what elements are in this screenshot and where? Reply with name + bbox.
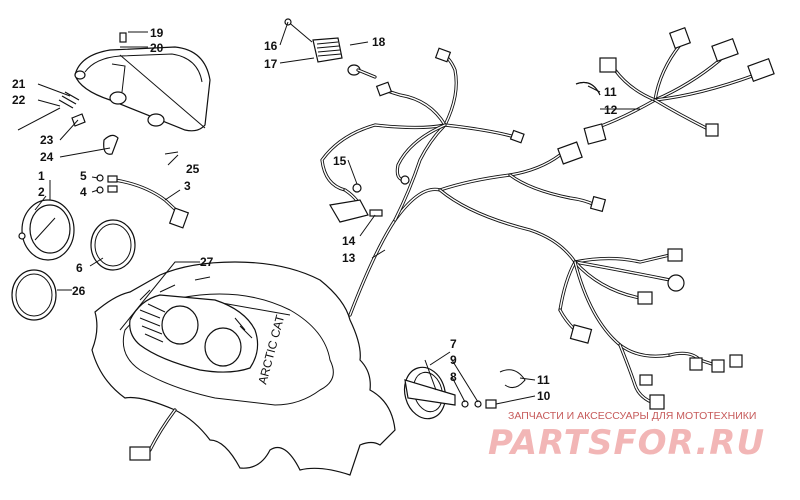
callout-leader-lines [34, 21, 640, 405]
voltage-regulator [284, 18, 377, 79]
callout-13: 13 [342, 251, 356, 265]
callout-9: 9 [450, 353, 457, 367]
callout-11-bottom: 11 [537, 373, 550, 387]
callout-18: 18 [372, 35, 386, 49]
callout-19: 19 [150, 26, 164, 40]
callout-6: 6 [76, 261, 83, 275]
wiring-harness-12 [575, 26, 775, 145]
callout-3: 3 [184, 179, 191, 193]
callout-23: 23 [40, 133, 54, 147]
gauge-harness-3 [96, 174, 190, 229]
tachometer-assembly [403, 359, 526, 420]
callout-20: 20 [150, 41, 164, 55]
callout-8: 8 [450, 370, 457, 384]
watermark-logo: PARTSFOR.RU [488, 423, 765, 463]
callout-10: 10 [537, 389, 551, 403]
callout-17: 17 [264, 57, 278, 71]
speedometer-gauge [18, 199, 75, 261]
gauge-bezel-ring-26 [11, 269, 57, 321]
instrument-bezel-27 [129, 294, 259, 373]
callout-27: 27 [200, 255, 214, 269]
callout-21: 21 [12, 77, 26, 91]
callout-numbers: 19 20 21 22 23 24 25 1 2 5 4 3 6 26 27 1… [12, 26, 618, 403]
callout-14: 14 [342, 234, 356, 248]
callout-7: 7 [450, 337, 457, 351]
callout-5: 5 [80, 169, 87, 183]
main-wiring-harness-13 [320, 47, 607, 317]
callout-11-top: 11 [604, 85, 617, 99]
right-harness-branch [558, 248, 743, 410]
callout-22: 22 [12, 93, 26, 107]
watermark: ЗАПЧАСТИ И АКСЕССУАРЫ ДЛЯ МОТОТЕХНИКИ PA… [488, 410, 765, 463]
headlight-small-parts [17, 32, 179, 155]
headlight-housing [74, 46, 211, 132]
callout-15: 15 [333, 154, 347, 168]
watermark-tagline: ЗАПЧАСТИ И АКСЕССУАРЫ ДЛЯ МОТОТЕХНИКИ [508, 410, 756, 422]
callout-2: 2 [38, 185, 45, 199]
callout-1: 1 [38, 169, 45, 183]
callout-16: 16 [264, 39, 278, 53]
gauge-bezel-ring-6 [90, 219, 136, 271]
callout-4: 4 [80, 185, 87, 199]
callout-24: 24 [40, 150, 54, 164]
hood-connector-pigtail [129, 408, 177, 461]
callout-12: 12 [604, 103, 618, 117]
callout-26: 26 [72, 284, 86, 298]
callout-25: 25 [186, 162, 200, 176]
